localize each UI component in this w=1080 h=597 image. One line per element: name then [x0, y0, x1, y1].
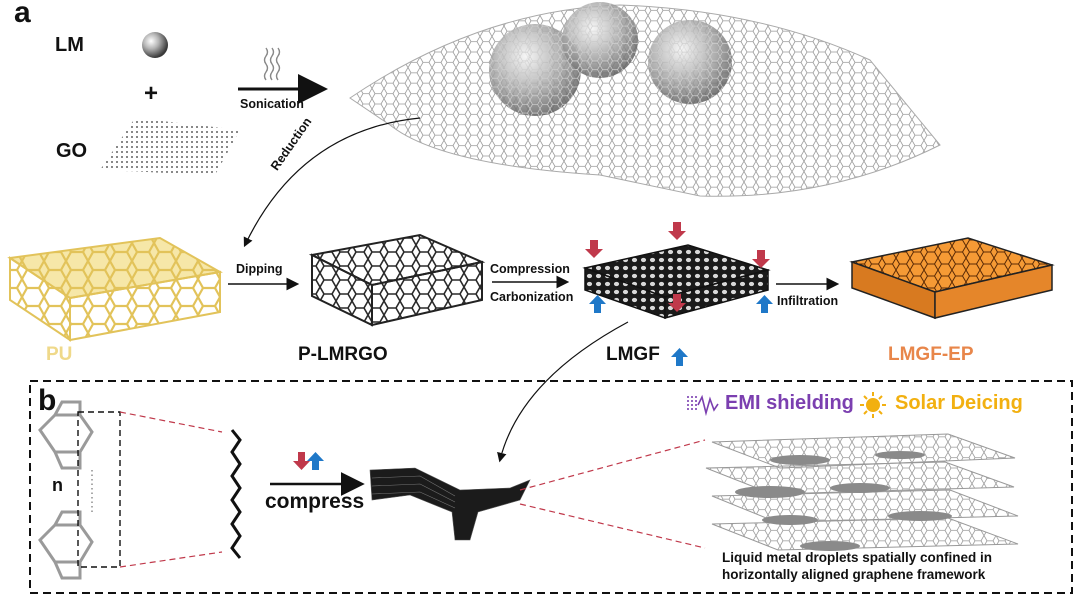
caption-line-2: horizontally aligned graphene framework	[722, 567, 986, 582]
compress-up-arrow-icon	[307, 452, 324, 470]
go-sheet-icon	[100, 118, 240, 175]
zoom-line-bottom	[119, 551, 223, 568]
zoom-arrow	[497, 321, 629, 463]
stacked-graphene-layers	[705, 433, 1019, 551]
dipping-label: Dipping	[236, 262, 283, 276]
sun-icon	[860, 392, 886, 418]
caption: Liquid metal droplets spatially confined…	[722, 549, 992, 583]
solar-deicing-label: Solar Deicing	[895, 392, 1023, 414]
pu-sponge	[7, 236, 223, 342]
compression-arrows-blue	[589, 295, 773, 366]
panel-b-frame	[29, 380, 1073, 594]
emi-shielding-label: EMI shielding	[725, 392, 854, 414]
sonication-label: Sonication	[240, 97, 304, 111]
emi-wave-icon	[687, 394, 719, 417]
caption-line-1: Liquid metal droplets spatially confined…	[722, 550, 993, 565]
lm-droplet-icon	[142, 32, 168, 58]
panel-a-label: a	[14, 0, 31, 29]
go-label: GO	[56, 140, 88, 162]
carbonization-label: Carbonization	[490, 290, 574, 304]
cage-structure-bottom	[38, 510, 94, 580]
zoom-line-right-bottom	[519, 503, 706, 549]
n-label: n	[52, 475, 63, 495]
lm-label: LM	[55, 34, 84, 56]
zoom-line-right-top	[519, 439, 706, 491]
panel-b-label: b	[38, 384, 57, 417]
pu-label: PU	[46, 344, 73, 365]
zoom-line-top	[119, 411, 223, 433]
sonication-wave-icon	[263, 47, 281, 81]
plus-sign: +	[144, 80, 159, 107]
plmrgo-sponge	[308, 233, 486, 327]
compression-label: Compression	[490, 262, 570, 276]
lmgf-label: LMGF	[606, 344, 660, 365]
compress-down-arrow-icon	[293, 452, 310, 470]
lm-graphene-sheet	[349, 2, 941, 197]
plmrgo-label: P-LMRGO	[298, 344, 388, 365]
cage-structure-top	[38, 400, 94, 470]
infiltration-label: Infiltration	[777, 294, 839, 308]
lmgf-ep-block	[849, 237, 1055, 320]
lmgf-ep-label: LMGF-EP	[888, 344, 974, 365]
unit-selection-box	[77, 411, 121, 568]
lmgf-block	[582, 244, 771, 320]
reduction-arrow	[243, 117, 421, 248]
compression-arrows-red	[585, 222, 770, 312]
compressed-structure	[369, 467, 531, 541]
compress-label: compress	[265, 490, 365, 513]
graphene-chain	[230, 429, 242, 559]
